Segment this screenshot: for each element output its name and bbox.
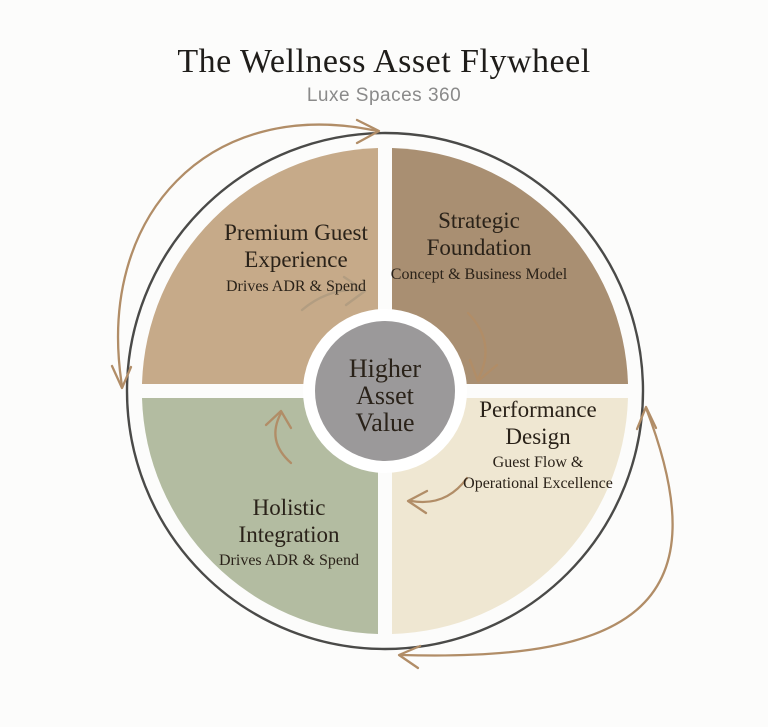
quadrant-subtitle-line: Guest Flow & <box>493 454 584 471</box>
quadrant-shape-strategic-foundation <box>392 148 628 384</box>
quadrant-shape-performance-design <box>392 398 628 634</box>
center-circle <box>315 321 455 461</box>
quadrant-labels-premium-guest-experience: Premium Guest Experience Drives ADR & Sp… <box>224 220 368 295</box>
arrowhead-right-icon <box>355 118 381 145</box>
center-label-line: Asset <box>356 381 415 410</box>
wheel-labels: Premium Guest Experience Drives ADR & Sp… <box>219 208 613 569</box>
arrow-curve <box>300 288 362 312</box>
arrowhead-up-icon <box>264 409 293 430</box>
quadrant-subtitle-line: Drives ADR & Spend <box>226 278 366 295</box>
inner-cycle-arrows <box>264 311 499 515</box>
quadrant-subtitle-line: Drives ADR & Spend <box>219 552 359 569</box>
arrowhead-down-icon <box>110 364 133 390</box>
arrowhead-right-icon <box>342 275 367 307</box>
quadrant-title-line: Premium Guest <box>224 220 368 245</box>
quadrant-shape-premium-guest-experience <box>142 148 378 384</box>
quadrant-title-line: Performance <box>479 397 597 422</box>
quadrant-title-line: Holistic <box>253 495 326 520</box>
inner-arrow-premium-to-strategic <box>300 275 367 312</box>
center-label-line: Higher <box>349 354 422 383</box>
quadrant-subtitle-line: Operational Excellence <box>463 475 613 492</box>
arrowhead-left-icon <box>397 644 422 670</box>
quadrant-subtitle-line: Concept & Business Model <box>391 266 568 283</box>
quadrant-title-line: Foundation <box>427 235 532 260</box>
page-subtitle: Luxe Spaces 360 <box>307 85 461 106</box>
arrowhead-up-icon <box>635 405 658 431</box>
quadrant-title-line: Experience <box>244 247 347 272</box>
outer-cycle-arrows <box>110 118 674 670</box>
quadrant-shape-holistic-integration <box>142 398 378 634</box>
arrowhead-left-icon <box>406 489 429 515</box>
center-label-line: Value <box>355 408 414 437</box>
quadrant-labels-strategic-foundation: Strategic Foundation Concept & Business … <box>391 208 568 283</box>
outer-arrow-bottom-right <box>399 406 674 657</box>
inner-arrow-performance-to-holistic <box>409 476 469 504</box>
quadrants <box>142 148 628 634</box>
inner-arrow-strategic-to-performance <box>466 311 487 381</box>
arrowhead-down-icon <box>468 358 499 383</box>
quadrant-title-line: Integration <box>239 522 340 547</box>
center-label: Higher Asset Value <box>349 354 422 437</box>
outer-arrow-top-left <box>116 123 379 388</box>
quadrant-title-line: Design <box>505 424 571 449</box>
page-title: The Wellness Asset Flywheel <box>177 43 590 80</box>
flywheel-ring <box>125 131 645 651</box>
quadrant-labels-performance-design: Performance Design Guest Flow & Operatio… <box>463 397 613 492</box>
quadrant-labels-holistic-integration: Holistic Integration Drives ADR & Spend <box>219 495 359 569</box>
inner-arrow-holistic-to-premium <box>274 411 293 465</box>
quadrant-title-line: Strategic <box>438 208 520 233</box>
